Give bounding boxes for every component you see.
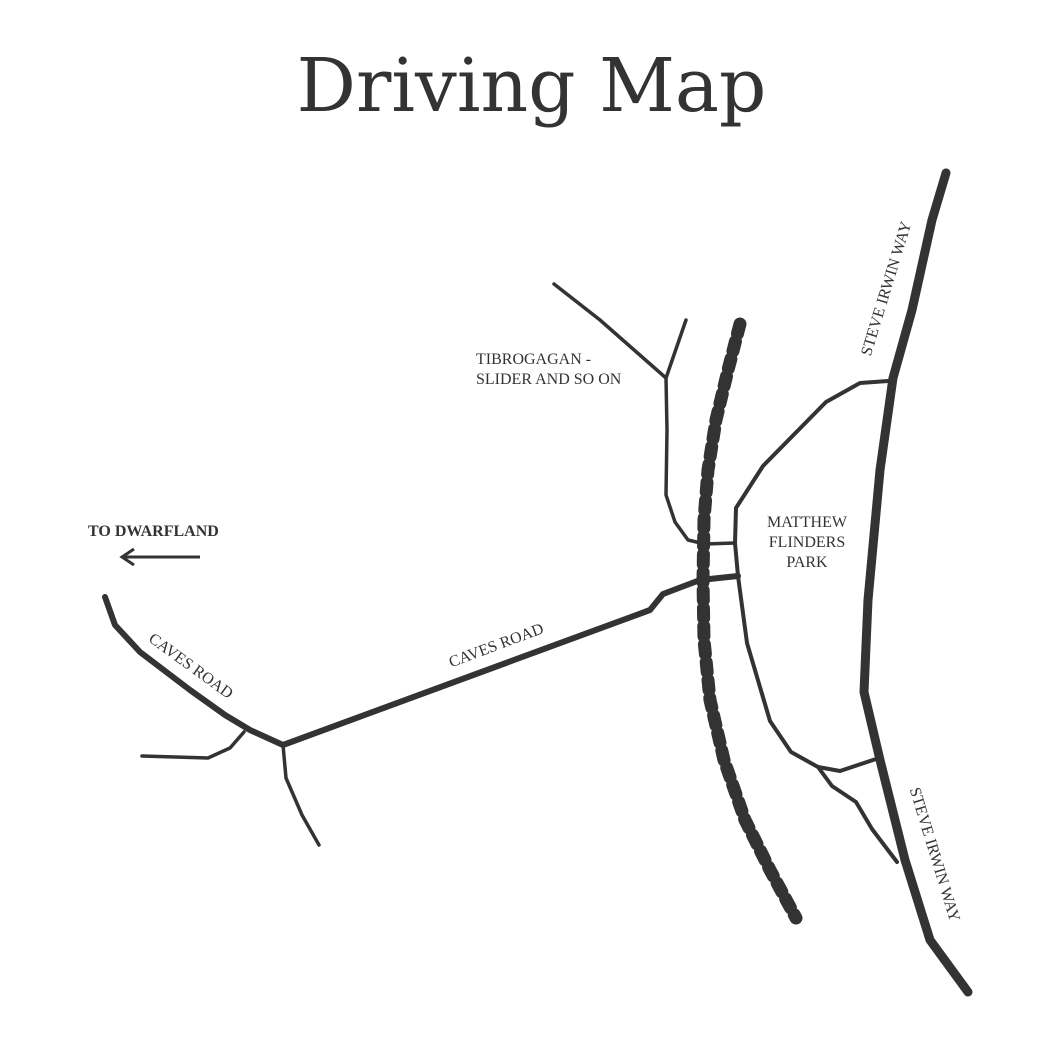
park-connector-road[interactable]: [816, 765, 899, 864]
park-label-line3: PARK: [786, 554, 828, 571]
arrow-left-icon: [119, 547, 200, 567]
railway-line: [696, 317, 803, 925]
park-label-line1: MATTHEW: [767, 514, 848, 531]
tibrogagan-label-line2: SLIDER AND SO ON: [476, 371, 622, 388]
caves-road-side-branch[interactable]: [140, 730, 246, 760]
tibrogagan-road-spur[interactable]: [664, 318, 688, 380]
map-title: Driving Map: [296, 43, 767, 129]
steve-irwin-way-road[interactable]: [859, 168, 973, 997]
tibrogagan-label-line1: TIBROGAGAN -: [476, 351, 591, 368]
to-dwarfland-label: TO DWARFLAND: [88, 523, 219, 540]
tibrogagan-road[interactable]: [552, 282, 737, 546]
caves-road[interactable]: [102, 573, 741, 748]
park-label-line2: FLINDERS: [769, 534, 845, 551]
southern-side-road[interactable]: [281, 743, 321, 847]
